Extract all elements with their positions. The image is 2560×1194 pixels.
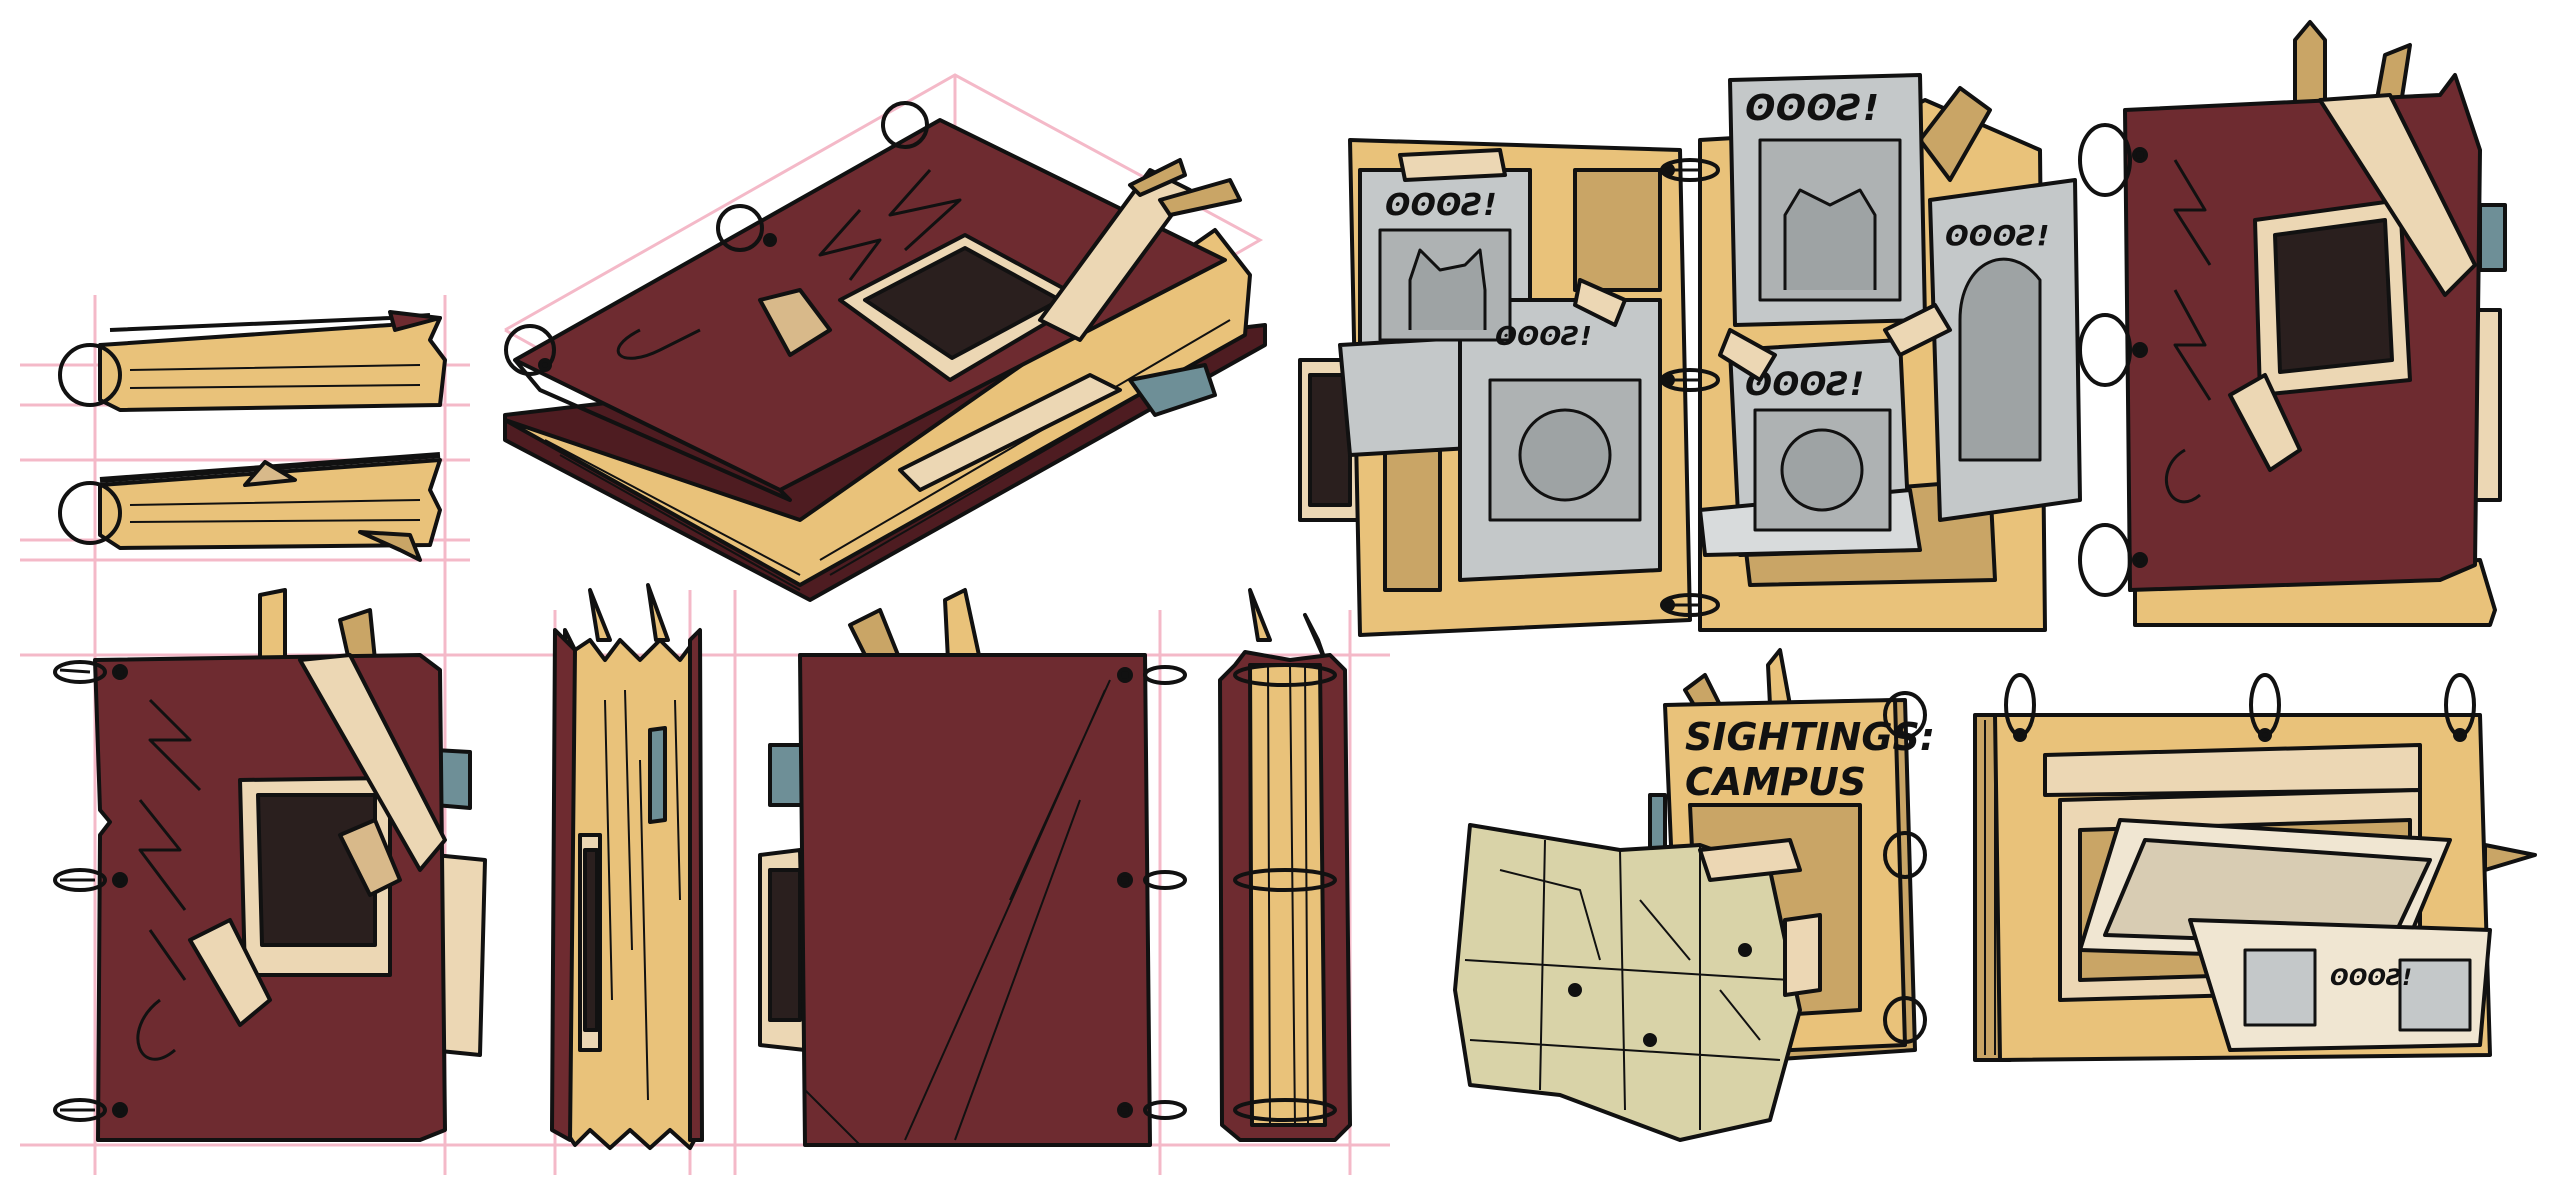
- front-cover-three-quarter: [2078, 20, 2507, 627]
- landscape-clipping-headline: ʘʘʘƧ!: [2330, 966, 2412, 991]
- front-cover-view: [53, 588, 487, 1142]
- spine-edge-view: [550, 583, 704, 1150]
- clipping-headline-5: ʘʘʘƧ!: [1945, 219, 2049, 252]
- side-profile-open: [58, 452, 442, 562]
- clipping-headline-3: ʘʘʘƧ!: [1745, 88, 1879, 129]
- side-profile-closed: [58, 310, 447, 412]
- isometric-closed-scrapbook: [503, 101, 1267, 602]
- sightings-book-with-map: SIGHTINGS: CAMPUS: [1453, 648, 1935, 1142]
- open-spread-clippings: ʘʘʘƧ! ʘʘʘƧ! ʘʘʘƧ! ʘʘʘƧ! ʘʘʘƧ!: [1298, 73, 2082, 637]
- sightings-title-line2: CAMPUS: [1685, 760, 1866, 804]
- clipping-headline-1: ʘʘʘƧ!: [1385, 188, 1497, 223]
- clipping-headline-2: ʘʘʘƧ!: [1495, 322, 1592, 352]
- sightings-title-line1: SIGHTINGS:: [1685, 715, 1935, 759]
- landscape-scrapbook-open: ʘʘʘƧ!: [1973, 673, 2537, 1062]
- back-cover-view: [758, 588, 1187, 1147]
- binding-view: [1218, 588, 1352, 1142]
